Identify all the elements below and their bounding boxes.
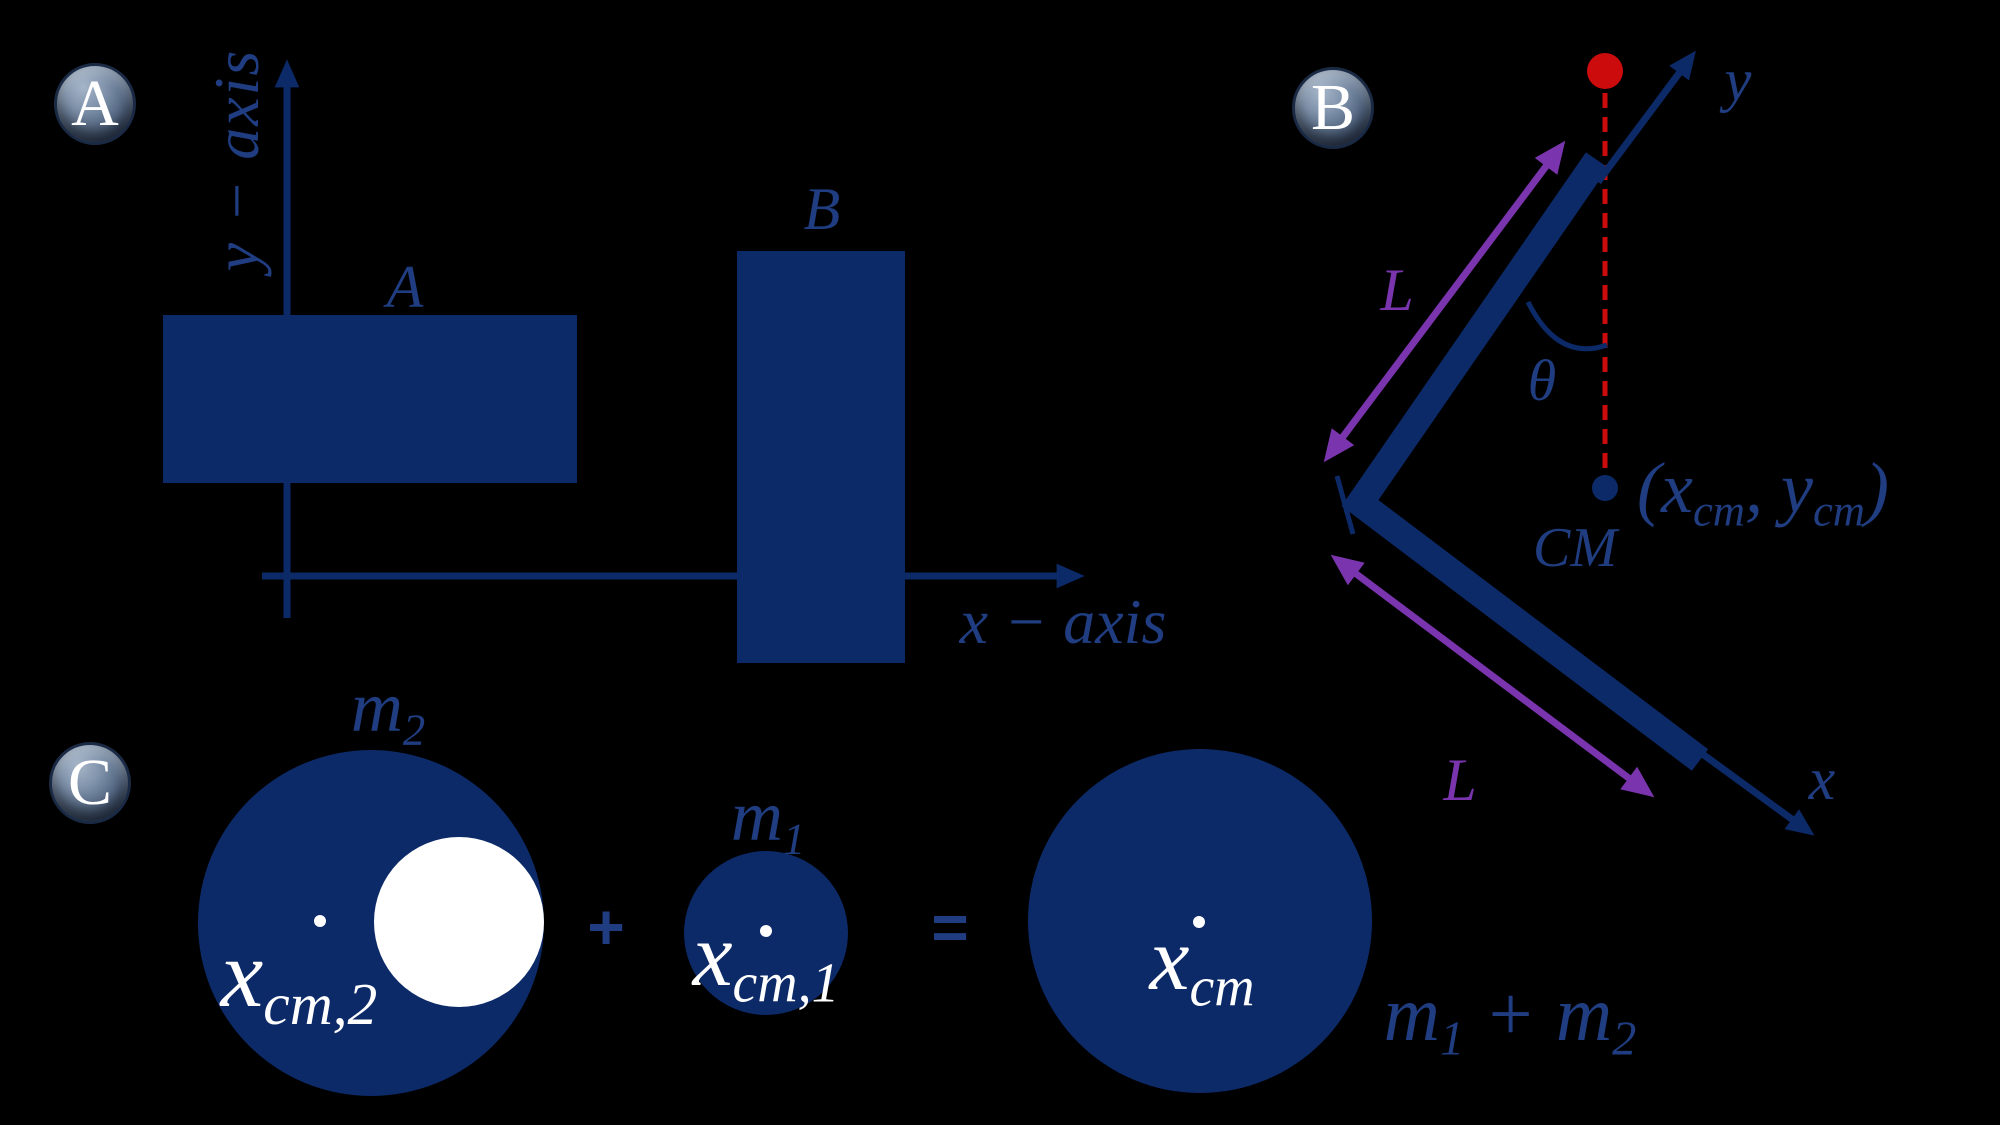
total-mass-label: m1 + m2	[1384, 975, 1637, 1064]
panel-a-badge: A	[54, 63, 136, 145]
x-axis-label: x − axis	[959, 586, 1167, 657]
cm-dot-m1	[760, 925, 772, 937]
y-axis-label: y − axis	[201, 48, 272, 272]
theta-arc	[1525, 300, 1608, 352]
coords-y-sub: cm	[1812, 485, 1866, 536]
length-arrow-upper	[1323, 140, 1566, 463]
xcm-label: xcm	[1149, 915, 1254, 1016]
equals-operator: =	[931, 891, 969, 963]
plate-a-label: A	[386, 254, 424, 320]
panel-b-badge-letter: B	[1310, 71, 1356, 144]
center-of-mass-dot	[1592, 475, 1618, 501]
length-arrow-lower	[1330, 554, 1655, 798]
total-m2-sub: 2	[1612, 1012, 1637, 1066]
x-rotated-axis-arrow	[1694, 747, 1815, 836]
panel-a-badge-letter: A	[71, 67, 119, 140]
xcm-sub: cm	[1189, 956, 1255, 1019]
mass-m2-label: m2	[351, 671, 425, 752]
m2-sub: 2	[402, 704, 426, 755]
xcm2-label: xcm,2	[221, 926, 378, 1034]
mass-m1-label: m1	[731, 780, 805, 861]
y-rotated-axis-arrow	[1595, 50, 1696, 185]
xcm1-sub: cm,1	[732, 952, 840, 1015]
cm-label: CM	[1533, 517, 1617, 579]
plate-a-rect	[163, 315, 577, 483]
m1-sub: 1	[782, 813, 806, 864]
panel-c-badge: C	[49, 742, 131, 824]
xcm-base: x	[1149, 910, 1190, 1009]
length-label-lower: L	[1443, 747, 1477, 813]
cm-coordinates-label: (xcm, ycm)	[1637, 452, 1889, 533]
coords-close-paren: )	[1865, 448, 1889, 528]
panel-b-badge: B	[1292, 67, 1374, 149]
coords-x: x	[1660, 448, 1693, 528]
coords-x-sub: cm	[1692, 485, 1745, 536]
coords-open-paren: (	[1637, 448, 1661, 528]
plate-b-rect	[737, 251, 905, 663]
plus-operator: +	[587, 891, 625, 963]
total-m1-sub: 1	[1439, 1012, 1465, 1066]
length-label-upper: L	[1380, 257, 1414, 323]
total-m1-base: m	[1383, 970, 1440, 1057]
theta-label: θ	[1527, 348, 1557, 413]
xcm1-label: xcm,1	[693, 911, 840, 1012]
total-m2-base: m	[1555, 970, 1613, 1057]
m1-base: m	[730, 776, 783, 856]
xcm2-sub: cm,2	[263, 970, 378, 1037]
xcm2-base: x	[220, 920, 264, 1027]
cm-dot-total	[1193, 916, 1205, 928]
total-plus: +	[1464, 970, 1556, 1057]
xcm1-base: x	[692, 906, 733, 1005]
m2-base: m	[350, 667, 403, 747]
plate-b-label: B	[803, 176, 841, 242]
disk-m2-hole	[374, 837, 544, 1007]
disk-m2	[198, 750, 544, 1096]
y-rotated-axis-label: y	[1724, 47, 1752, 113]
coords-y: y	[1781, 448, 1813, 528]
red-reference-dot	[1587, 53, 1623, 89]
coords-comma: ,	[1745, 448, 1781, 528]
panel-c-badge-letter: C	[67, 746, 113, 819]
x-rotated-axis-label: x	[1808, 746, 1836, 812]
cm-dot-m2	[314, 915, 326, 927]
